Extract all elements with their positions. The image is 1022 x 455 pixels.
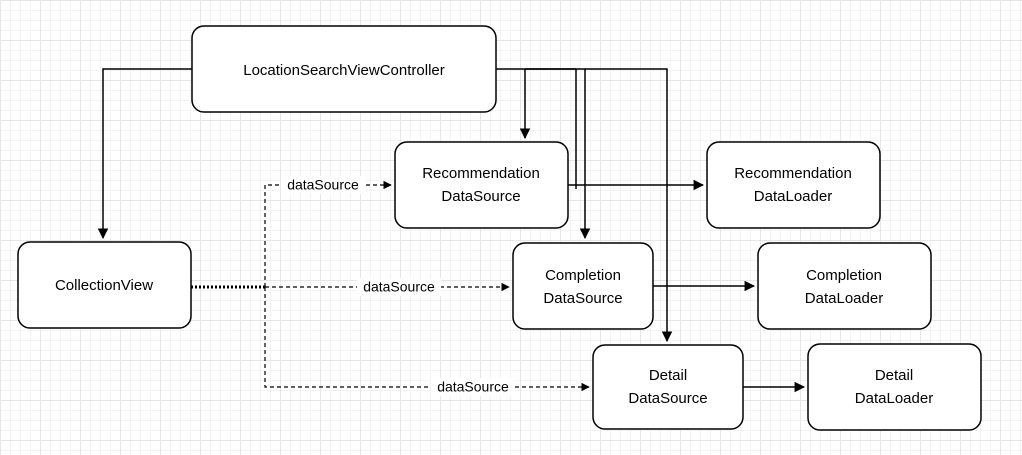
node-detail-ds-line1: Detail bbox=[649, 367, 687, 384]
node-completion-datasource[interactable]: Completion DataSource bbox=[512, 242, 654, 330]
node-collection-view[interactable]: CollectionView bbox=[17, 241, 192, 329]
node-recommendation-datasource[interactable]: Recommendation DataSource bbox=[394, 141, 569, 229]
edge-label-completion-text: dataSource bbox=[363, 279, 435, 295]
node-controller-label: LocationSearchViewController bbox=[243, 62, 445, 79]
node-detail-ds-line2: DataSource bbox=[628, 390, 707, 407]
node-detail-dl-line1: Detail bbox=[875, 367, 913, 384]
node-location-search-view-controller[interactable]: LocationSearchViewController bbox=[191, 25, 497, 113]
node-collection-view-label: CollectionView bbox=[55, 277, 153, 294]
node-rec-ds-line2: DataSource bbox=[441, 188, 520, 205]
edge-label-recommendation-text: dataSource bbox=[287, 177, 359, 193]
node-rec-dl-line1: Recommendation bbox=[734, 165, 852, 182]
node-comp-dl-line2: DataLoader bbox=[805, 290, 883, 307]
node-detail-datasource[interactable]: Detail DataSource bbox=[592, 344, 744, 430]
node-comp-ds-line1: Completion bbox=[545, 267, 621, 284]
node-completion-dataloader[interactable]: Completion DataLoader bbox=[757, 242, 932, 330]
edge-datasource-recommendation bbox=[264, 180, 392, 287]
edge-label-detail: dataSource bbox=[431, 378, 515, 396]
node-rec-ds-line1: Recommendation bbox=[422, 165, 540, 182]
node-comp-ds-line2: DataSource bbox=[543, 290, 622, 307]
node-rec-dl-line2: DataLoader bbox=[754, 188, 832, 205]
node-detail-dl-line2: DataLoader bbox=[855, 390, 933, 407]
node-detail-dataloader[interactable]: Detail DataLoader bbox=[807, 343, 982, 431]
edge-label-recommendation: dataSource bbox=[281, 176, 365, 194]
edge-label-completion: dataSource bbox=[357, 278, 441, 296]
edge-controller-to-detail-datasource bbox=[585, 68, 673, 343]
edge-label-detail-text: dataSource bbox=[437, 379, 509, 395]
edge-controller-to-collectionview bbox=[97, 68, 192, 240]
node-recommendation-dataloader[interactable]: Recommendation DataLoader bbox=[706, 141, 881, 229]
node-comp-dl-line1: Completion bbox=[806, 267, 882, 284]
